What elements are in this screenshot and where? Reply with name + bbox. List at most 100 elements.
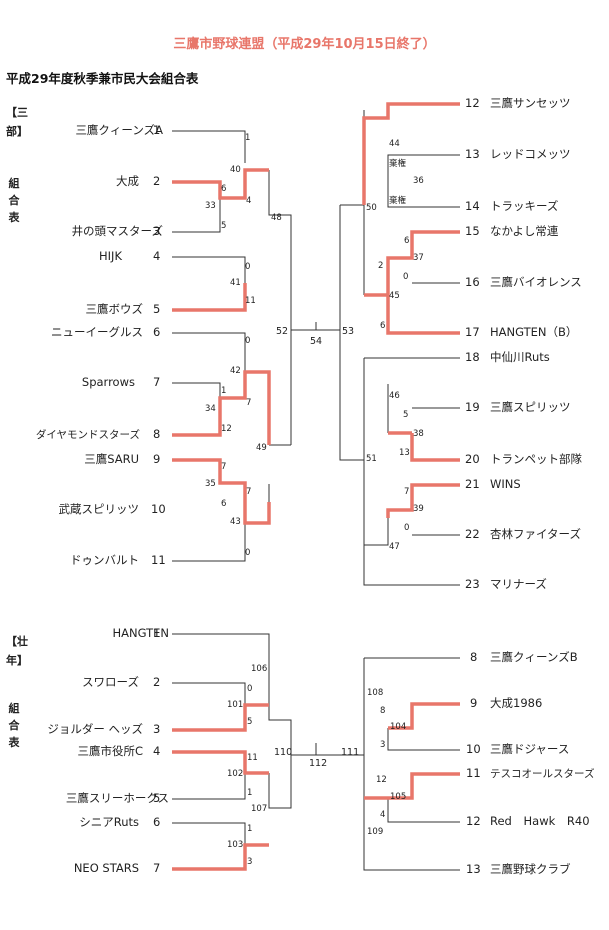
team-number-right: 10	[466, 742, 481, 756]
bracket-mark: 7	[246, 487, 252, 497]
team-number-left: 7	[153, 375, 161, 389]
bracket-mark: 39	[413, 504, 424, 514]
bracket-mark: 43	[230, 517, 241, 527]
bracket-mark: 103	[227, 840, 244, 850]
team-number-left: 4	[153, 744, 161, 758]
bracket-mark: 46	[389, 391, 400, 401]
team-number-left: 5	[153, 302, 161, 316]
team-number-right: 13	[465, 147, 480, 161]
team-number-left: 10	[151, 502, 166, 516]
bracket-mark: 47	[389, 542, 400, 552]
team-number-left: 4	[153, 249, 161, 263]
team-name-left: ジョルダー ヘッズ	[47, 722, 143, 736]
bracket-mark: 106	[251, 664, 268, 674]
team-number-left: 8	[153, 427, 161, 441]
team-number-right: 17	[465, 325, 480, 339]
team-name-left: HIJK	[99, 249, 122, 263]
bracket-mark: 42	[230, 366, 241, 376]
bracket-mark: 0	[404, 523, 410, 533]
bracket-mark: 108	[367, 688, 384, 698]
bracket-mark: 52	[276, 326, 289, 337]
team-name-left: ダイヤモンドスターズ	[35, 429, 140, 441]
team-name-right: 三鷹野球クラブ	[490, 862, 571, 876]
bracket-mark: 0	[245, 336, 251, 346]
team-number-left: 3	[153, 722, 161, 736]
bracket-mark: 101	[227, 700, 244, 710]
bracket-mark: 35	[205, 479, 216, 489]
bracket-mark: 0	[403, 272, 409, 282]
team-name-right: WINS	[490, 477, 521, 491]
team-number-right: 18	[465, 350, 480, 364]
team-name-right: Red Hawk R40	[490, 814, 590, 828]
bracket-mark: 6	[221, 184, 227, 194]
team-number-left: 1	[153, 626, 161, 640]
team-number-right: 22	[465, 527, 480, 541]
team-number-left: 5	[153, 791, 161, 805]
bracket-mark: 36	[413, 176, 424, 186]
bracket-mark: 6	[404, 236, 410, 246]
team-number-right: 23	[465, 577, 480, 591]
bracket-mark: 1	[221, 386, 227, 396]
page-subtitle: 平成29年度秋季兼市民大会組合表	[6, 71, 199, 86]
bracket-mark: 棄権	[389, 196, 407, 206]
team-name-left: 三鷹ボウズ	[85, 302, 144, 316]
team-name-right: マリナーズ	[490, 577, 547, 591]
bracket-mark: 3	[247, 857, 253, 867]
team-name-left: ニューイーグルス	[51, 325, 143, 339]
team-name-right: HANGTEN（B）	[490, 325, 578, 339]
team-number-right: 16	[465, 275, 480, 289]
team-number-left: 3	[153, 224, 161, 238]
bracket-mark: 104	[390, 722, 407, 732]
team-number-left: 2	[153, 174, 161, 188]
team-number-right: 13	[466, 862, 481, 876]
team-number-right: 12	[465, 96, 480, 110]
team-name-left: 三鷹市役所C	[77, 744, 143, 758]
division1-label-sub: 組合表	[8, 177, 20, 224]
bracket-mark: 0	[245, 548, 251, 558]
team-name-right: 三鷹クィーンズB	[490, 650, 578, 664]
bracket-mark: 109	[367, 827, 384, 837]
bracket-mark: 38	[413, 429, 424, 439]
bracket-mark: 12	[376, 775, 387, 785]
bracket-mark: 6	[221, 499, 227, 509]
bracket-mark: 40	[230, 165, 241, 175]
team-number-right: 14	[465, 199, 480, 213]
bracket-mark: 33	[205, 201, 216, 211]
bracket-mark: 7	[221, 462, 227, 472]
bracket-mark: 11	[245, 296, 256, 306]
bracket-winner-lines	[172, 102, 460, 871]
team-name-right: 中仙川Ruts	[490, 350, 550, 364]
team-name-right: 杏林ファイターズ	[490, 527, 581, 541]
bracket-mark: 11	[247, 753, 258, 763]
team-name-left: HANGTEN	[112, 626, 169, 640]
bracket-mark: 51	[366, 454, 377, 464]
bracket-mark: 12	[221, 424, 232, 434]
bracket-mark: 49	[256, 443, 267, 453]
team-name-right: 三鷹バイオレンス	[490, 275, 582, 289]
team-name-left: スワローズ	[82, 675, 139, 689]
bracket-mark: 111	[341, 747, 360, 758]
bracket-mark: 7	[404, 487, 410, 497]
bracket-mark: 5	[221, 221, 227, 231]
bracket-mark: 7	[246, 398, 252, 408]
bracket-mark: 50	[366, 203, 377, 213]
team-name-right: 三鷹スピリッツ	[490, 400, 571, 414]
team-number-left: 9	[153, 452, 161, 466]
team-name-right: なかよし常連	[490, 224, 559, 238]
team-number-right: 11	[466, 766, 481, 780]
bracket-mark: 5	[247, 717, 253, 727]
bracket-mark: 34	[205, 404, 216, 414]
team-name-left: ドゥンバルト	[70, 553, 139, 567]
team-name-right: テスコオールスターズ	[490, 768, 595, 780]
team-name-left: 武蔵スピリッツ	[58, 502, 140, 516]
bracket-mark: 2	[378, 261, 384, 271]
bracket-mark: 1	[245, 133, 251, 143]
team-name-left: 三鷹SARU	[84, 452, 139, 466]
bracket-mark: 107	[251, 804, 268, 814]
team-number-right: 21	[465, 477, 480, 491]
bracket-mark: 53	[342, 326, 355, 337]
bracket-mark: 4	[246, 196, 252, 206]
bracket-black-lines	[172, 110, 460, 871]
team-number-left: 1	[153, 123, 161, 137]
